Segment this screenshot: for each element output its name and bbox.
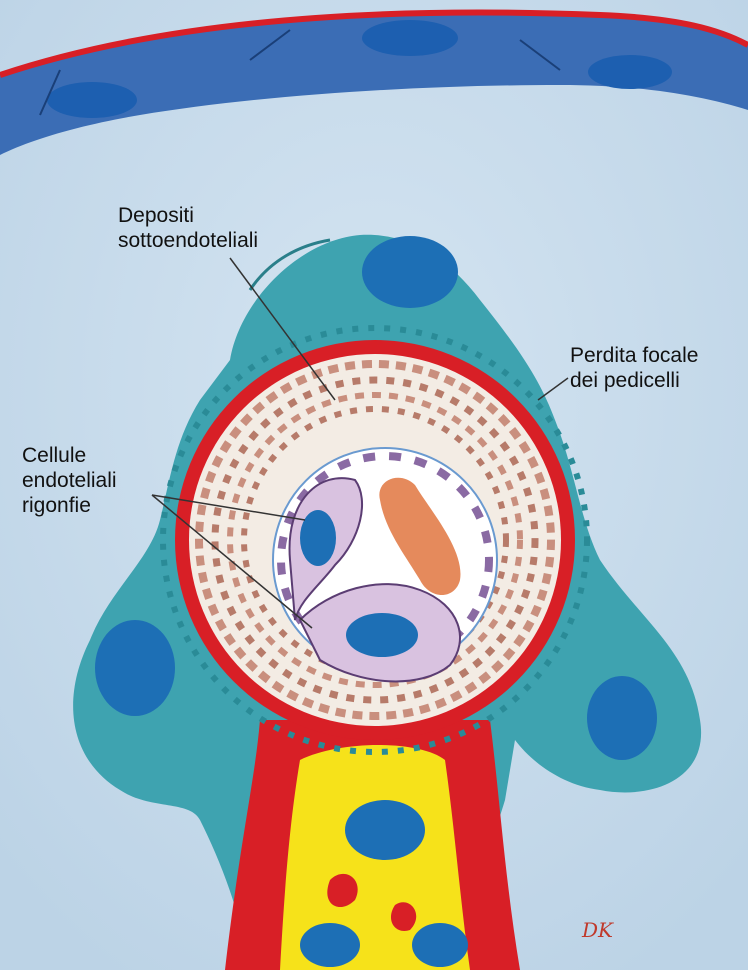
- parietal-nucleus: [362, 20, 458, 56]
- artist-signature: DK: [582, 918, 613, 942]
- mesangial-nucleus: [300, 923, 360, 967]
- endothelial-nucleus: [300, 510, 336, 566]
- mesangial-nucleus: [345, 800, 425, 860]
- mesangial-nucleus: [412, 923, 468, 967]
- endothelial-nucleus: [346, 613, 418, 657]
- label-swollen-endothelial-cells: Cellule endoteliali rigonfie: [22, 443, 117, 518]
- podocyte-nucleus: [95, 620, 175, 716]
- podocyte-nucleus: [362, 236, 458, 308]
- label-focal-foot-process-loss: Perdita focale dei pedicelli: [570, 343, 698, 393]
- label-subendothelial-deposits: Depositi sottoendoteliali: [118, 203, 258, 253]
- parietal-nucleus: [47, 82, 137, 118]
- parietal-nucleus: [588, 55, 672, 89]
- podocyte-nucleus: [587, 676, 657, 760]
